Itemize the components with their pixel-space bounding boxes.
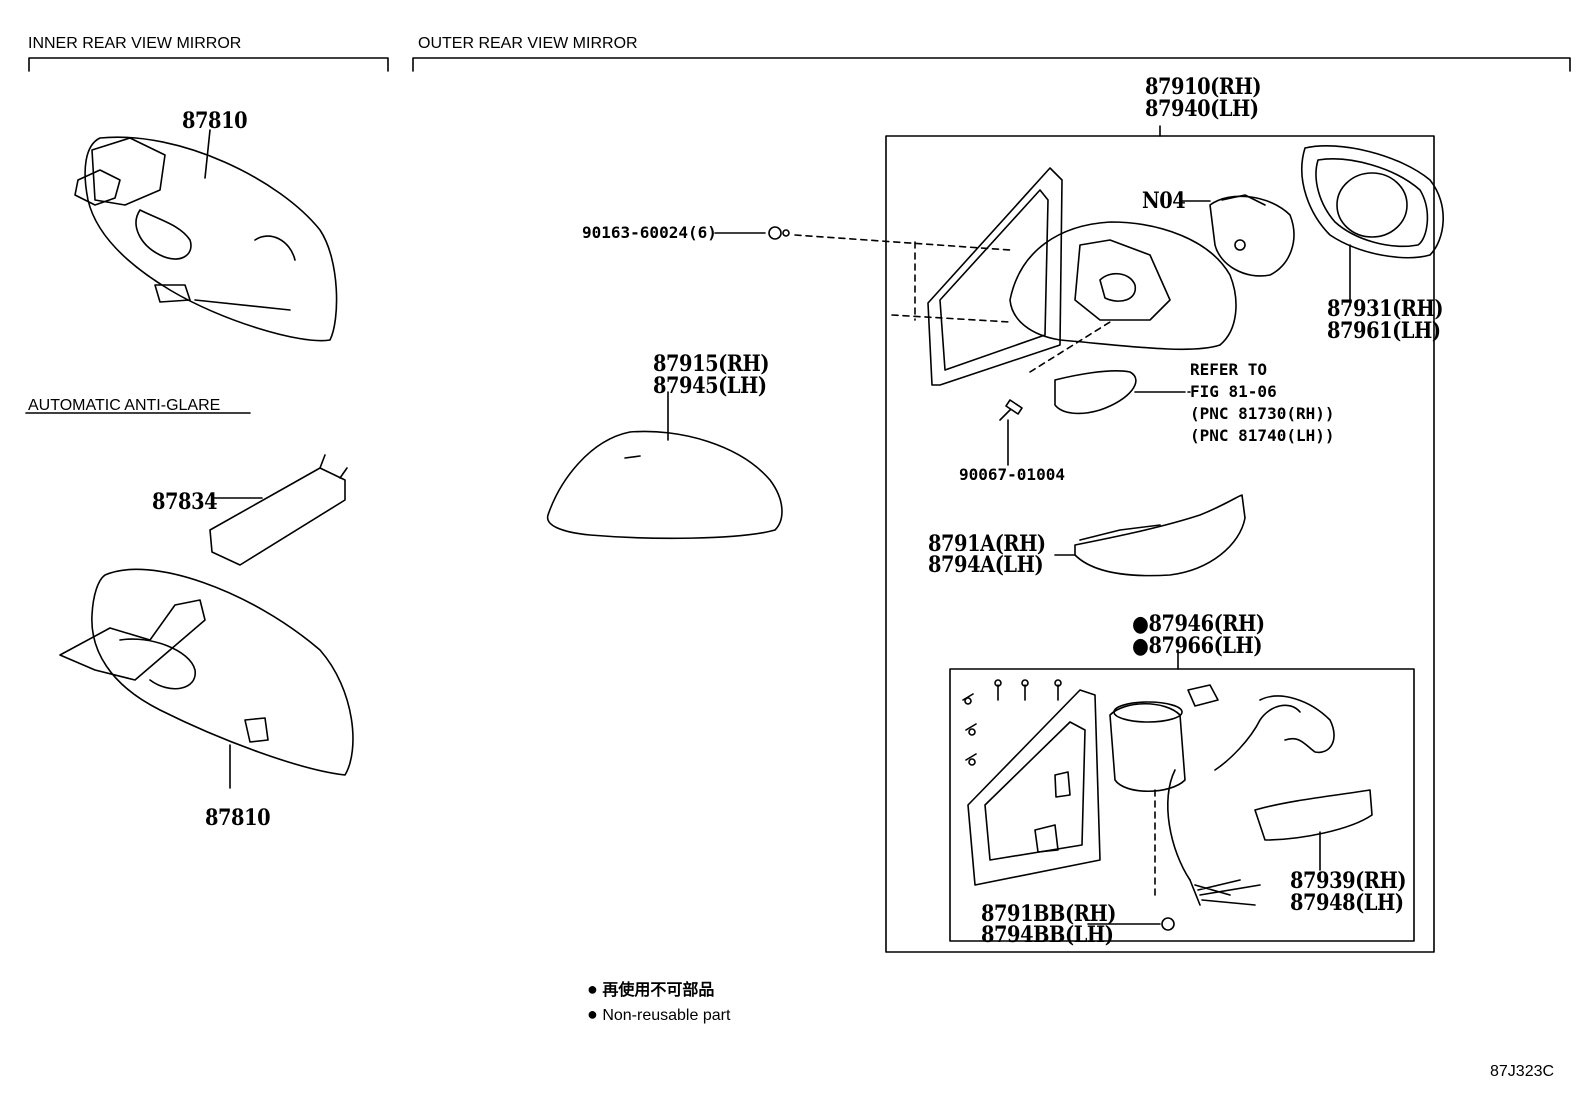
non-reusable-dot-icon: ● <box>587 979 598 999</box>
legend-jp-text: 再使用不可部品 <box>602 982 715 999</box>
non-reusable-dot-icon: ● <box>587 1004 598 1024</box>
non-reusable-dot-icon: ● <box>1132 611 1149 637</box>
section-brackets <box>25 57 1571 414</box>
screw-90067-drawing <box>999 399 1023 466</box>
lower-cover-8791a-drawing <box>1054 494 1246 577</box>
refer-line-1: REFER TO <box>1190 360 1268 379</box>
section-title-outer: OUTER REAR VIEW MIRROR <box>418 35 638 52</box>
part-label-87810-bottom[interactable]: 87810 <box>205 805 271 831</box>
part-label-87961[interactable]: 87961(LH) <box>1327 318 1441 344</box>
part-label-87810-top[interactable]: 87810 <box>182 108 248 134</box>
legend-jp: ● 再使用不可部品 <box>587 980 714 999</box>
refer-line-2[interactable]: FIG 81-06 <box>1190 382 1277 401</box>
part-label-87834[interactable]: 87834 <box>152 489 218 515</box>
diagram-code: 87J323C <box>1490 1063 1555 1080</box>
part-label-87966[interactable]: ●87966(LH) <box>1132 633 1263 659</box>
part-label-8791a[interactable]: 8791A(RH) <box>928 531 1046 557</box>
kit-contents-drawing <box>962 679 1373 931</box>
section-title-inner: INNER REAR VIEW MIRROR <box>28 35 242 52</box>
mirror-assembly-drawing <box>891 167 1237 386</box>
part-label-90163[interactable]: 90163-60024(6) <box>582 223 717 242</box>
inner-mirror-bottom-drawing <box>59 568 354 789</box>
refer-line-4[interactable]: (PNC 81740(LH)) <box>1190 426 1335 445</box>
part-label-87910[interactable]: 87910(RH) <box>1145 74 1262 100</box>
section-title-auto-anti-glare: AUTOMATIC ANTI-GLARE <box>28 397 221 414</box>
part-label-8794a[interactable]: 8794A(LH) <box>928 552 1044 578</box>
part-label-8791bb[interactable]: 8791BB(RH) <box>981 901 1116 927</box>
part-label-87945[interactable]: 87945(LH) <box>653 373 767 399</box>
part-label-87948[interactable]: 87948(LH) <box>1290 890 1404 916</box>
refer-line-3[interactable]: (PNC 81730(RH)) <box>1190 404 1335 423</box>
part-label-87931[interactable]: 87931(RH) <box>1327 296 1444 322</box>
part-label-87915[interactable]: 87915(RH) <box>653 351 770 377</box>
screw-90163-leader <box>714 226 1011 251</box>
turn-signal-drawing <box>1054 370 1186 415</box>
non-reusable-dot-icon: ● <box>1132 633 1149 659</box>
mirror-cover-87915-drawing <box>546 391 783 540</box>
part-label-n04[interactable]: N04 <box>1142 188 1186 214</box>
legend-en: ● Non-reusable part <box>587 1005 730 1024</box>
sub-kit-box <box>949 668 1415 942</box>
inner-mirror-top-drawing <box>74 129 338 342</box>
part-label-87946[interactable]: ●87946(RH) <box>1132 611 1265 637</box>
part-label-90067[interactable]: 90067-01004 <box>959 465 1065 484</box>
mirror-glass-87931-drawing <box>1301 145 1444 307</box>
part-label-87940[interactable]: 87940(LH) <box>1145 96 1259 122</box>
part-label-87939[interactable]: 87939(RH) <box>1290 868 1407 894</box>
part-label-8794bb[interactable]: 8794BB(LH) <box>981 922 1114 948</box>
actuator-n04-drawing <box>1181 194 1295 277</box>
legend-en-text: Non-reusable part <box>602 1007 731 1024</box>
cover-87834-drawing <box>209 454 348 566</box>
